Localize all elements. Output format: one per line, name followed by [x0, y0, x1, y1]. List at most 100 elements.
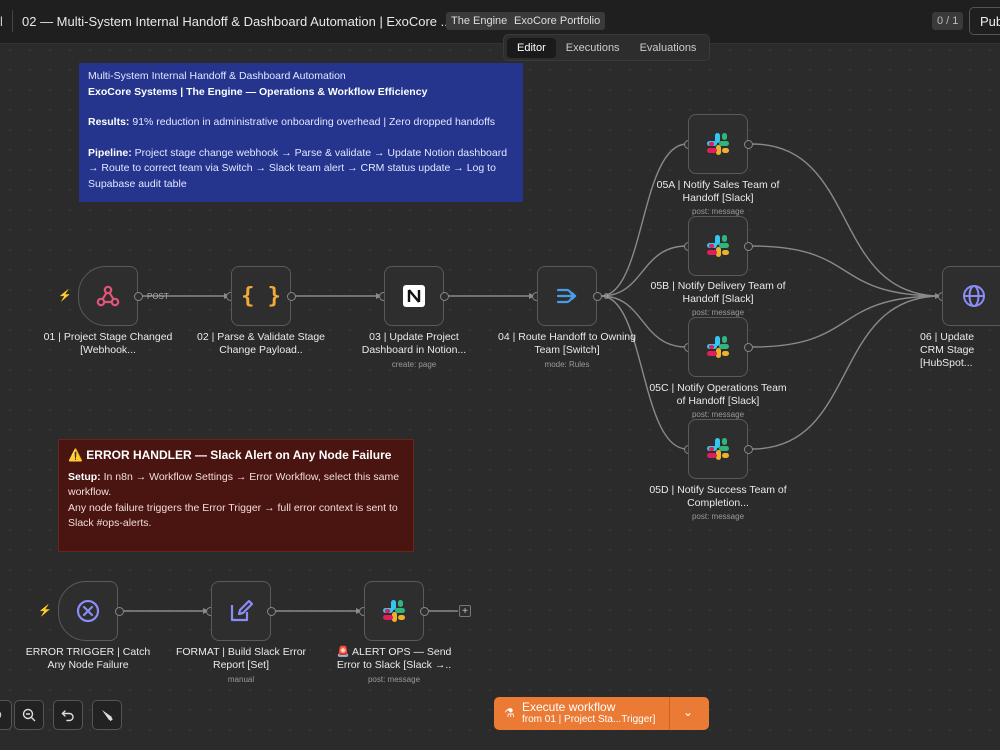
node-05d-sub: post: message: [691, 512, 745, 521]
code-braces-icon: { }: [241, 283, 281, 309]
edge-04-05c: [600, 295, 688, 348]
node-format-output-port[interactable]: [267, 607, 276, 616]
tab-executions[interactable]: Executions: [565, 41, 620, 54]
node-01-output-port[interactable]: [134, 292, 143, 301]
node-format-label: FORMAT | Build Slack Error Report [Set]: [175, 646, 307, 671]
node-05a-sub: post: message: [691, 207, 745, 216]
notion-icon: [403, 285, 425, 307]
note-line-1: Multi-System Internal Handoff & Dashboar…: [88, 70, 346, 82]
node-03-output-port[interactable]: [440, 292, 449, 301]
node-02-parse[interactable]: { }: [231, 266, 291, 326]
version-counter: 0 / 1: [932, 12, 964, 30]
node-02-label: 02 | Parse & Validate Stage Change Paylo…: [196, 331, 326, 356]
edge-04-05a: [600, 143, 688, 297]
execute-workflow-button[interactable]: ⚗ Execute workflow from 01 | Project Sta…: [494, 697, 709, 730]
node-format-set[interactable]: [211, 581, 271, 641]
note-line-2: ExoCore Systems | The Engine — Operation…: [88, 85, 428, 98]
node-04-output-port[interactable]: [593, 292, 602, 301]
edge-04-05b: [600, 245, 688, 297]
edge-05b-06: [751, 245, 942, 297]
zoom-in-button[interactable]: ⊕: [0, 700, 12, 730]
node-05d-label: 05D | Notify Success Team of Completion.…: [649, 484, 787, 509]
switch-icon: [556, 288, 577, 304]
node-06-label: 06 | Update CRM Stage [HubSpot...: [920, 331, 975, 369]
node-05a-output-port[interactable]: [744, 140, 753, 149]
zoom-in-icon: ⊕: [0, 707, 2, 723]
edge-05d-06: [751, 295, 942, 450]
node-04-sub: mode: Rules: [544, 360, 590, 369]
node-05a-slack[interactable]: [688, 114, 748, 174]
pipeline-sticky-note[interactable]: Multi-System Internal Handoff & Dashboar…: [79, 63, 523, 202]
edge-05a-06: [751, 143, 942, 297]
node-03-label: 03 | Update Project Dashboard in Notion.…: [361, 331, 467, 356]
node-05b-slack[interactable]: [688, 216, 748, 276]
trigger-bolt-icon: ⚡: [58, 290, 72, 302]
execute-workflow-subtitle: from 01 | Project Sta...Trigger]: [522, 714, 656, 725]
zoom-out-button[interactable]: [14, 700, 44, 730]
webhook-icon: [96, 285, 120, 307]
edge-05c-06: [751, 295, 942, 348]
node-05b-label: 05B | Notify Delivery Team of Handoff [S…: [650, 280, 786, 305]
broom-icon: [102, 710, 113, 722]
undo-button[interactable]: [53, 700, 83, 730]
node-02-output-port[interactable]: [287, 292, 296, 301]
publish-button[interactable]: Publ: [969, 7, 1000, 35]
execute-workflow-title: Execute workflow: [522, 700, 616, 714]
globe-icon: [962, 285, 985, 307]
node-error-trigger-output-port[interactable]: [115, 607, 124, 616]
node-05c-sub: post: message: [691, 410, 745, 419]
error-handler-sticky-note[interactable]: ⚠️ ERROR HANDLER — Slack Alert on Any No…: [58, 439, 414, 552]
zoom-out-icon: [22, 708, 36, 722]
note-results: Results: 91% reduction in administrative…: [88, 116, 496, 128]
node-05c-slack[interactable]: [688, 317, 748, 377]
pencil-icon: [230, 599, 254, 622]
edge-04-05d: [600, 295, 688, 450]
node-05c-label: 05C | Notify Operations Team of Handoff …: [649, 382, 787, 407]
back-fragment[interactable]: l: [0, 14, 3, 29]
node-05d-slack[interactable]: [688, 419, 748, 479]
view-tabs: Editor Executions Evaluations: [503, 34, 711, 61]
tag-the-engine[interactable]: The Engine: [446, 12, 513, 30]
node-format-sub: manual: [227, 675, 255, 684]
tag-exocore-portfolio[interactable]: ExoCore Portfolio: [509, 12, 606, 30]
top-bar: l 02 — Multi-System Internal Handoff & D…: [0, 0, 1000, 44]
node-03-sub: create: page: [391, 360, 437, 369]
note-pipeline: Pipeline: Project stage change webhook →…: [88, 146, 508, 190]
node-04-switch[interactable]: [537, 266, 597, 326]
add-node-button[interactable]: +: [459, 605, 471, 617]
node-05a-label: 05A | Notify Sales Team of Handoff [Slac…: [656, 179, 780, 204]
tab-editor[interactable]: Editor: [507, 37, 556, 58]
flask-icon: ⚗: [504, 706, 515, 720]
slack-icon: [707, 438, 729, 460]
error-x-icon: [76, 599, 100, 623]
node-06-crm[interactable]: [942, 266, 1000, 326]
node-03-notion[interactable]: [384, 266, 444, 326]
slack-icon: [383, 600, 405, 622]
slack-icon: [707, 133, 729, 155]
node-05b-output-port[interactable]: [744, 242, 753, 251]
node-error-trigger[interactable]: [58, 581, 118, 641]
node-alert-output-port[interactable]: [420, 607, 429, 616]
tab-evaluations[interactable]: Evaluations: [639, 41, 697, 54]
error-note-line2: Any node failure triggers the Error Trig…: [68, 501, 398, 530]
edge-label-switch-out: 0: [604, 292, 609, 301]
edge-label-post: POST: [147, 292, 169, 301]
workflow-title[interactable]: 02 — Multi-System Internal Handoff & Das…: [22, 14, 452, 29]
node-alert-ops-slack[interactable]: [364, 581, 424, 641]
node-alert-label: 🚨 ALERT OPS — Send Error to Slack [Slack…: [336, 646, 452, 671]
node-05c-output-port[interactable]: [744, 343, 753, 352]
tidy-up-button[interactable]: [92, 700, 122, 730]
divider: [12, 10, 13, 32]
error-note-setup: Setup: In n8n → Workflow Settings → Erro…: [68, 470, 400, 499]
node-01-webhook[interactable]: [78, 266, 138, 326]
error-note-heading: ⚠️ ERROR HANDLER — Slack Alert on Any No…: [68, 448, 392, 462]
node-04-label: 04 | Route Handoff to Owning Team [Switc…: [498, 331, 636, 356]
execute-divider: [669, 697, 670, 730]
chevron-down-icon[interactable]: ⌄: [683, 705, 694, 719]
error-trigger-bolt-icon: ⚡: [38, 605, 52, 617]
node-05d-output-port[interactable]: [744, 445, 753, 454]
slack-icon: [707, 336, 729, 358]
undo-icon: [61, 710, 74, 722]
node-error-trigger-label: ERROR TRIGGER | Catch Any Node Failure: [25, 646, 151, 671]
